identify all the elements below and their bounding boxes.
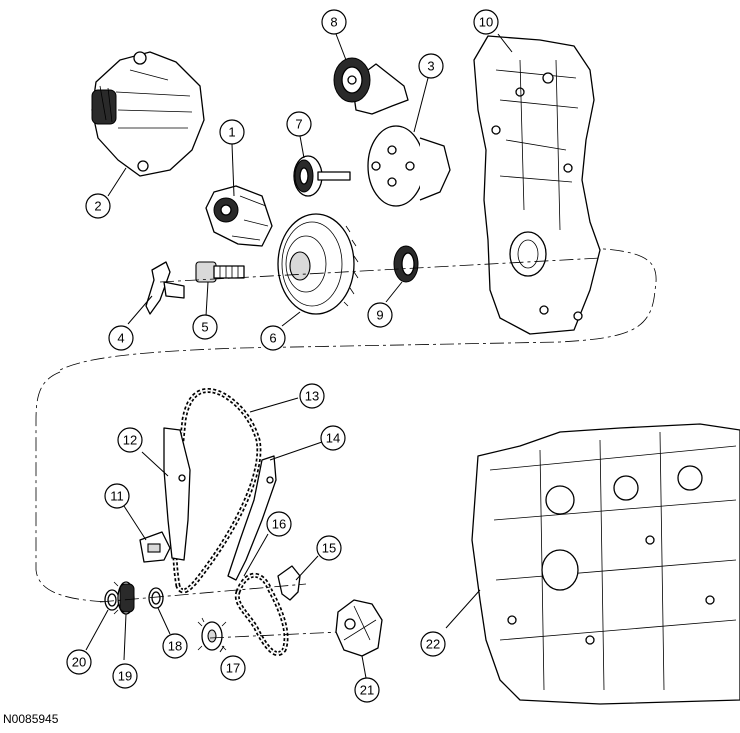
idler-pulley (293, 155, 351, 197)
alternator (91, 51, 205, 177)
figure-id: N0085945 (3, 712, 59, 726)
callout-3: 3 (418, 53, 444, 79)
lower-group-boundary (35, 371, 111, 603)
chain-tensioner (139, 531, 171, 563)
crankshaft-spacer (148, 587, 164, 609)
callout-18: 18 (162, 633, 188, 659)
svg-text:3: 3 (427, 59, 434, 74)
crankshaft-washer (104, 589, 120, 611)
svg-text:21: 21 (360, 683, 374, 698)
callout-19: 19 (112, 663, 138, 689)
cylinder-block (471, 423, 740, 705)
svg-text:1: 1 (228, 125, 235, 140)
svg-text:11: 11 (110, 489, 124, 504)
leader-lines (85, 33, 513, 679)
holding-tool (145, 261, 185, 315)
callout-8: 8 (321, 9, 347, 35)
callout-11: 11 (104, 483, 130, 509)
svg-text:4: 4 (117, 331, 124, 346)
crankshaft-bolt (195, 261, 245, 283)
svg-text:6: 6 (269, 331, 276, 346)
callout-1: 1 (219, 119, 245, 145)
svg-text:7: 7 (295, 117, 302, 132)
callout-20: 20 (66, 649, 92, 675)
callout-6: 6 (260, 325, 286, 351)
svg-text:18: 18 (168, 639, 182, 654)
crankshaft-pulley (277, 213, 359, 315)
svg-text:19: 19 (118, 669, 132, 684)
svg-text:14: 14 (326, 431, 340, 446)
svg-text:9: 9 (376, 308, 383, 323)
idler-pulley-bracket (333, 57, 409, 115)
belt-tensioner (205, 185, 273, 247)
svg-text:8: 8 (330, 15, 337, 30)
callout-10: 10 (473, 9, 499, 35)
callout-4: 4 (108, 325, 134, 351)
svg-text:5: 5 (201, 320, 208, 335)
oil-pump-axis (209, 631, 341, 639)
callout-9: 9 (367, 302, 393, 328)
callout-17: 17 (220, 655, 246, 681)
svg-text:16: 16 (272, 517, 286, 532)
svg-text:13: 13 (305, 389, 319, 404)
chain-tensioner-arm (163, 427, 191, 561)
callout-21: 21 (354, 677, 380, 703)
svg-text:17: 17 (226, 661, 240, 676)
upper-group-boundary (59, 247, 657, 371)
callout-2: 2 (85, 193, 111, 219)
svg-text:12: 12 (123, 433, 137, 448)
oil-pump-chain (234, 572, 289, 657)
crankshaft-axis-upper (159, 257, 601, 283)
callout-13: 13 (299, 383, 325, 409)
engine-front-cover (473, 35, 601, 335)
callout-15: 15 (316, 535, 342, 561)
callout-7: 7 (286, 111, 312, 137)
callout-14: 14 (320, 425, 346, 451)
water-pump (367, 125, 451, 207)
front-seal (393, 245, 419, 283)
svg-text:15: 15 (322, 541, 336, 556)
oil-pump-chain-tensioner (277, 565, 301, 601)
callout-5: 5 (192, 314, 218, 340)
oil-pump (335, 599, 383, 657)
callout-12: 12 (117, 427, 143, 453)
oil-pump-sprocket (197, 617, 227, 651)
svg-text:20: 20 (72, 655, 86, 670)
timing-chain (172, 387, 262, 594)
chain-guide (227, 455, 277, 581)
svg-text:2: 2 (94, 199, 101, 214)
svg-text:22: 22 (426, 637, 440, 652)
svg-text:10: 10 (479, 15, 493, 30)
crankshaft-axis-lower (99, 583, 307, 603)
callout-16: 16 (266, 511, 292, 537)
callout-22: 22 (420, 631, 446, 657)
